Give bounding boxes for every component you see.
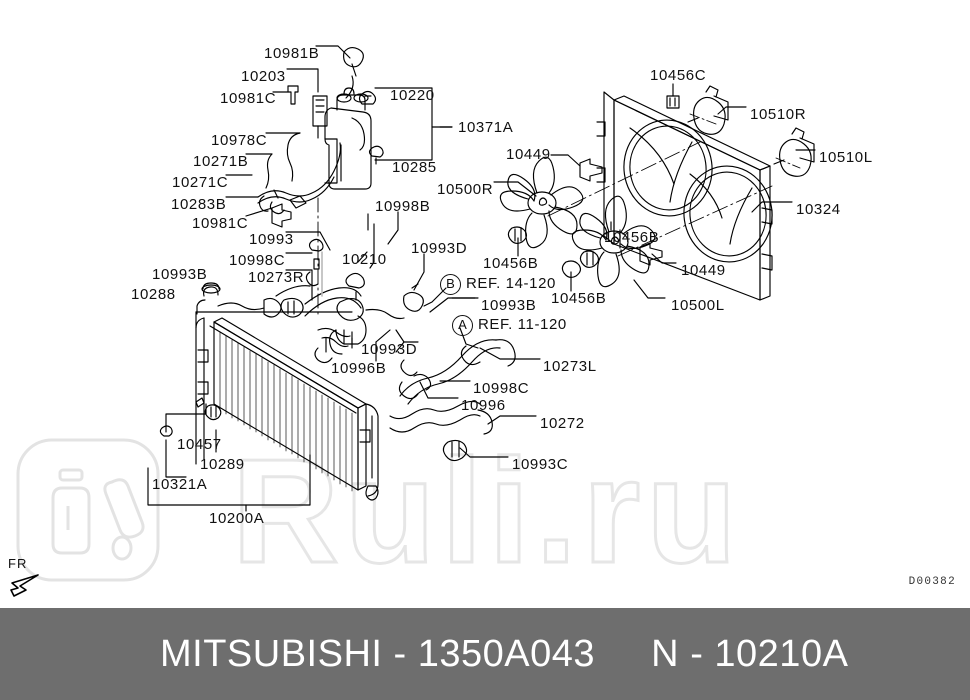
part-label-10993d[interactable]: 10993D bbox=[411, 240, 468, 257]
part-label-10500r[interactable]: 10500R bbox=[437, 181, 494, 198]
part-label-10273l[interactable]: 10273L bbox=[543, 358, 597, 375]
part-label-10998c[interactable]: 10998C bbox=[229, 252, 286, 269]
part-label-10457[interactable]: 10457 bbox=[177, 436, 222, 453]
part-label-10981c[interactable]: 10981C bbox=[192, 215, 249, 232]
part-label-10283b[interactable]: 10283B bbox=[171, 196, 227, 213]
part-label-10981b[interactable]: 10981B bbox=[264, 45, 320, 62]
part-label-10272[interactable]: 10272 bbox=[540, 415, 585, 432]
parts-line-art bbox=[147, 45, 816, 512]
part-label-10510l[interactable]: 10510L bbox=[819, 149, 873, 166]
footer-brand: MITSUBISHI bbox=[160, 632, 383, 675]
part-label-10981c[interactable]: 10981C bbox=[220, 90, 277, 107]
part-label-10456b[interactable]: 10456B bbox=[483, 255, 539, 272]
footer-ref-prefix: N bbox=[651, 632, 680, 675]
diagram-canvas: Ruli.ru bbox=[8, 45, 956, 606]
footer-dash-1: - bbox=[393, 632, 407, 675]
part-label-10993[interactable]: 10993 bbox=[249, 231, 294, 248]
part-label-10456b[interactable]: 10456B bbox=[551, 290, 607, 307]
ref-text-b[interactable]: REF. 14-120 bbox=[466, 275, 556, 292]
part-label-10996[interactable]: 10996 bbox=[461, 397, 506, 414]
part-label-10996b[interactable]: 10996B bbox=[331, 360, 387, 377]
ref-bubble-b: B bbox=[440, 274, 461, 295]
part-label-10324[interactable]: 10324 bbox=[796, 201, 841, 218]
part-label-10271b[interactable]: 10271B bbox=[193, 153, 249, 170]
part-label-10978c[interactable]: 10978C bbox=[211, 132, 268, 149]
part-label-10285[interactable]: 10285 bbox=[392, 159, 437, 176]
part-label-10998b[interactable]: 10998B bbox=[375, 198, 431, 215]
part-label-10993b[interactable]: 10993B bbox=[152, 266, 208, 283]
part-label-10271c[interactable]: 10271C bbox=[172, 174, 229, 191]
footer-diagram-number: 1350A043 bbox=[417, 632, 596, 675]
part-label-10998c[interactable]: 10998C bbox=[473, 380, 530, 397]
part-label-10510r[interactable]: 10510R bbox=[750, 106, 807, 123]
part-label-10203[interactable]: 10203 bbox=[241, 68, 286, 85]
part-label-10220[interactable]: 10220 bbox=[390, 87, 435, 104]
fr-orientation-marker: FR bbox=[8, 556, 44, 606]
diagram-code: D00382 bbox=[908, 576, 956, 588]
part-label-10321a[interactable]: 10321A bbox=[152, 476, 208, 493]
footer-dash-2: - bbox=[690, 632, 704, 675]
ref-text-a[interactable]: REF. 11-120 bbox=[478, 316, 567, 333]
part-label-10210[interactable]: 10210 bbox=[342, 251, 387, 268]
footer-text: MITSUBISHI - 1350A043 N - 10210A bbox=[0, 633, 848, 676]
part-label-10371a[interactable]: 10371A bbox=[458, 119, 514, 136]
part-label-10993d[interactable]: 10993D bbox=[361, 341, 418, 358]
part-label-10449[interactable]: 10449 bbox=[681, 262, 726, 279]
part-label-10500l[interactable]: 10500L bbox=[671, 297, 725, 314]
part-label-10456c[interactable]: 10456C bbox=[650, 67, 707, 84]
ref-bubble-a: A bbox=[452, 315, 473, 336]
part-label-10273r[interactable]: 10273R bbox=[248, 269, 305, 286]
part-label-10449[interactable]: 10449 bbox=[506, 146, 551, 163]
footer-bar: MITSUBISHI - 1350A043 N - 10210A bbox=[0, 608, 970, 700]
part-label-10200a[interactable]: 10200A bbox=[209, 510, 265, 527]
footer-part-number: 10210A bbox=[714, 632, 849, 675]
part-label-10288[interactable]: 10288 bbox=[131, 286, 176, 303]
fr-arrow-icon bbox=[10, 574, 39, 597]
part-label-10993b[interactable]: 10993B bbox=[481, 297, 537, 314]
part-label-10993c[interactable]: 10993C bbox=[512, 456, 569, 473]
fr-label: FR bbox=[8, 556, 28, 571]
part-label-10456b[interactable]: 10456B bbox=[604, 229, 660, 246]
part-label-10289[interactable]: 10289 bbox=[200, 456, 245, 473]
